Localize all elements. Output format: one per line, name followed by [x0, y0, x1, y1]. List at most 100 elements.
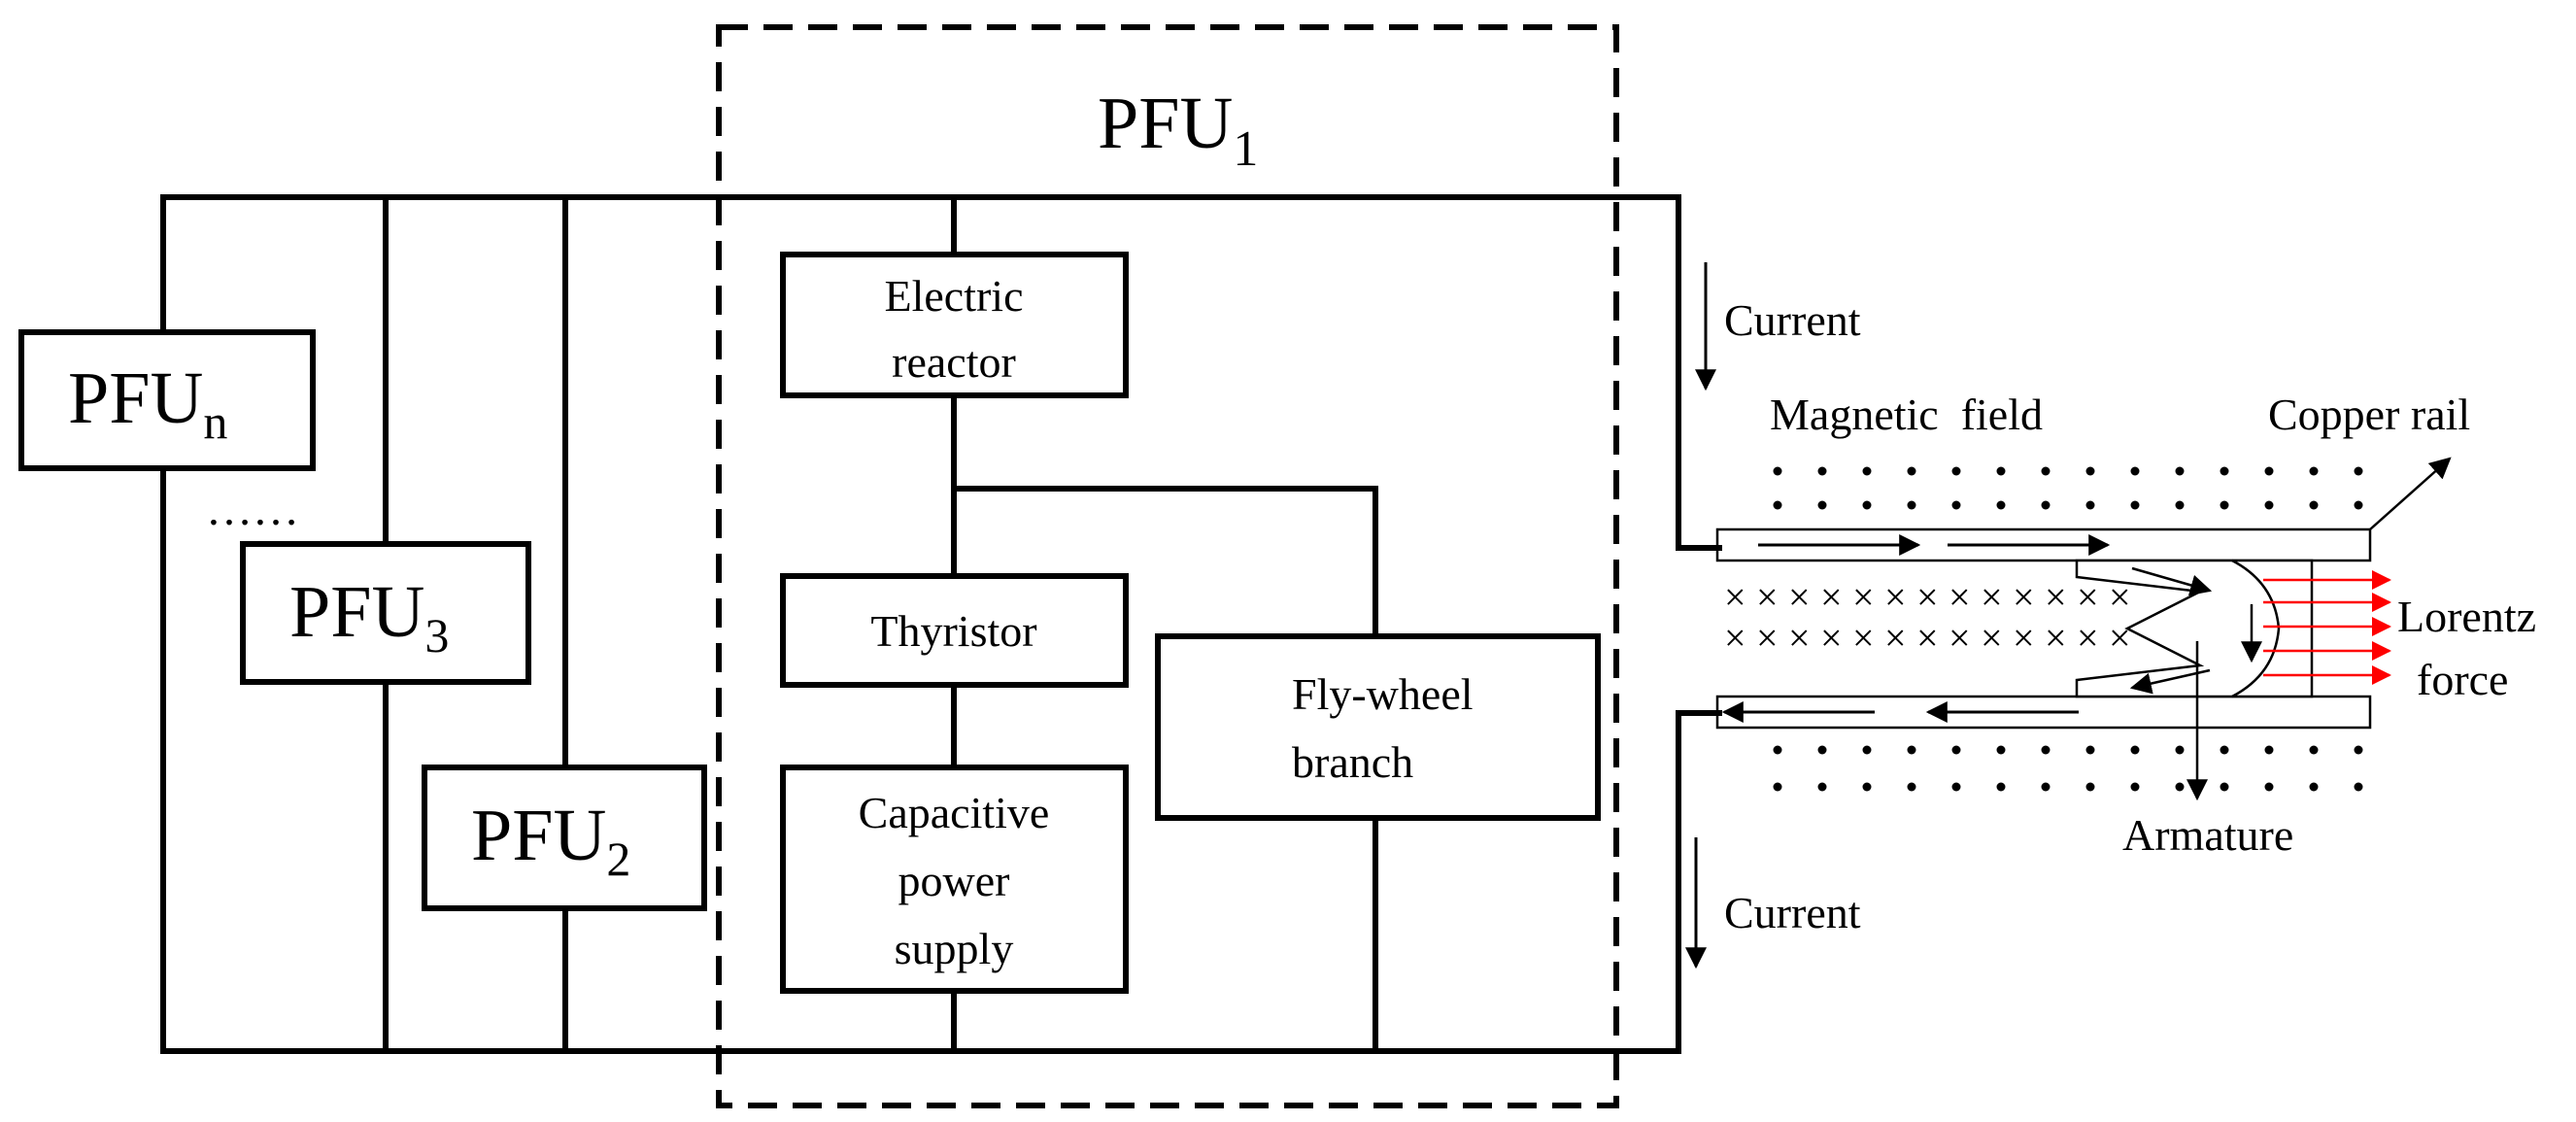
magnetic-field-cross: ×: [1884, 575, 1907, 619]
magnetic-field-dot: [2264, 466, 2274, 476]
magnetic-field-cross: ×: [1788, 616, 1811, 660]
magnetic-field-dot: [2220, 782, 2229, 792]
magnetic-field-dot: [2041, 782, 2051, 792]
pfu-n-label: PFUn: [68, 357, 227, 449]
magnetic-field-cross: ×: [1981, 575, 2003, 619]
magnetic-field-dots-bottom: [1773, 745, 2363, 792]
magnetic-field-dot: [1996, 782, 2006, 792]
magnetic-field-dot: [1773, 500, 1782, 510]
magnetic-field-dot: [2220, 745, 2229, 755]
magnetic-field-cross: ×: [2109, 616, 2131, 660]
thyristor-label: Thyristor: [870, 606, 1036, 656]
armature-label: Armature: [2122, 810, 2293, 860]
magnetic-field-dot: [1951, 782, 1961, 792]
magnetic-field-dot: [2220, 466, 2229, 476]
magnetic-field-dot: [1862, 782, 1872, 792]
magnetic-field-dot: [1996, 745, 2006, 755]
magnetic-field-dot: [1817, 500, 1827, 510]
magnetic-field-dot: [2354, 745, 2363, 755]
fly-wheel-branch-box: [1155, 633, 1601, 821]
magnetic-field-dot: [2354, 500, 2363, 510]
pfu-n-box: [18, 329, 316, 471]
magnetic-field-dot: [2309, 500, 2319, 510]
magnetic-field-dot: [2175, 466, 2185, 476]
pfu1-label: PFU1: [1098, 83, 1258, 177]
magnetic-field-dots-top: [1773, 466, 2363, 510]
current-label-bottom: Current: [1724, 888, 1861, 937]
magnetic-field-dot: [1951, 500, 1961, 510]
magnetic-field-dot: [2220, 500, 2229, 510]
magnetic-field-dot: [2085, 782, 2095, 792]
pfu-3-box: [240, 541, 531, 685]
thyristor: Thyristor: [780, 573, 1129, 688]
magnetic-field-crosses: ××××××××××××××××××××××××××: [1724, 575, 2131, 660]
magnetic-field-cross: ×: [2077, 616, 2099, 660]
magnetic-field-cross: ×: [2045, 575, 2067, 619]
magnetic-field-dot: [2264, 745, 2274, 755]
pfu-2-unit: PFU2: [422, 765, 707, 911]
fly-wheel-label-line1: Fly-wheel: [1292, 669, 1474, 719]
magnetic-field-dot: [2085, 466, 2095, 476]
capacitive-power-supply: Capacitive power supply: [780, 765, 1129, 994]
magnetic-field-cross: ×: [1852, 616, 1875, 660]
magnetic-field-label: Magnetic field: [1770, 390, 2043, 439]
magnetic-field-dot: [1862, 745, 1872, 755]
armature: [2075, 559, 2314, 698]
magnetic-field-dot: [2130, 745, 2140, 755]
magnetic-field-dot: [2085, 745, 2095, 755]
pfu-2-label: PFU2: [471, 795, 630, 886]
magnetic-field-cross: ×: [1981, 616, 2003, 660]
magnetic-field-dot: [2354, 782, 2363, 792]
magnetic-field-dot: [2354, 466, 2363, 476]
magnetic-field-cross: ×: [1788, 575, 1811, 619]
pfu-n-unit: PFUn: [18, 329, 316, 471]
copper-rail-pointer: [2369, 457, 2452, 530]
magnetic-field-dot: [1773, 782, 1782, 792]
magnetic-field-cross: ×: [2045, 616, 2067, 660]
magnetic-field-dot: [2130, 782, 2140, 792]
magnetic-field-dot: [1951, 745, 1961, 755]
lorentz-label-line1: Lorentz: [2397, 592, 2536, 641]
pfu-3-unit: PFU3: [240, 541, 531, 685]
magnetic-field-dot: [2085, 500, 2095, 510]
magnetic-field-dot: [1996, 500, 2006, 510]
magnetic-field-dot: [1996, 466, 2006, 476]
pfu-ellipsis: ……: [206, 484, 299, 535]
magnetic-field-dot: [1773, 466, 1782, 476]
current-label-top: Current: [1724, 295, 1861, 345]
magnetic-field-dot: [1817, 782, 1827, 792]
electric-reactor-label-line1: Electric: [884, 271, 1023, 321]
magnetic-field-dot: [2041, 745, 2051, 755]
magnetic-field-cross: ×: [1852, 575, 1875, 619]
magnetic-field-dot: [2130, 500, 2140, 510]
magnetic-field-dot: [2130, 466, 2140, 476]
magnetic-field-dot: [1907, 745, 1916, 755]
magnetic-field-dot: [2309, 782, 2319, 792]
magnetic-field-cross: ×: [1884, 616, 1907, 660]
thyristor-box: [780, 573, 1129, 688]
magnetic-field-dot: [2309, 745, 2319, 755]
magnetic-field-dot: [1817, 466, 1827, 476]
copper-rail-top: [1715, 527, 2372, 562]
magnetic-field-cross: ×: [1756, 616, 1779, 660]
magnetic-field-dot: [2309, 466, 2319, 476]
magnetic-field-dot: [1817, 745, 1827, 755]
magnetic-field-dot: [1773, 745, 1782, 755]
magnetic-field-cross: ×: [1916, 575, 1939, 619]
magnetic-field-dot: [2264, 782, 2274, 792]
fly-wheel-branch: Fly-wheel branch: [1155, 633, 1601, 821]
capacitive-label-line2: power: [898, 856, 1010, 905]
magnetic-field-cross: ×: [2013, 616, 2035, 660]
magnetic-field-dot: [2175, 745, 2185, 755]
bottom-bus-wire: [160, 710, 1722, 1054]
capacitive-power-supply-box: [780, 765, 1129, 994]
magnetic-field-dot: [2041, 500, 2051, 510]
magnetic-field-cross: ×: [1756, 575, 1779, 619]
pfu-2-box: [422, 765, 707, 911]
magnetic-field-cross: ×: [1949, 616, 1971, 660]
magnetic-field-cross: ×: [1724, 616, 1746, 660]
electric-reactor-box: [780, 252, 1129, 398]
copper-rail-bottom: [1715, 695, 2372, 730]
magnetic-field-dot: [2175, 500, 2185, 510]
